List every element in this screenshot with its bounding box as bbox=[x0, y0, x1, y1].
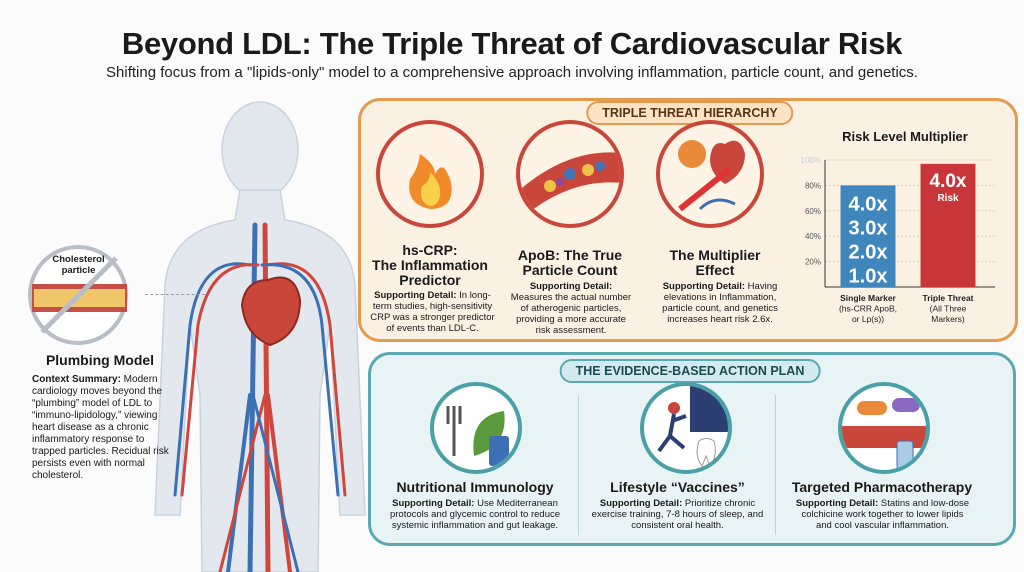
chart-title: Risk Level Multiplier bbox=[842, 129, 968, 144]
targeted-pharmacotherapy-title: Targeted Pharmacotherapy bbox=[791, 479, 973, 495]
x-tick-label: (hs-CRR ApoB, bbox=[839, 304, 897, 314]
title-line: Predictor bbox=[399, 272, 461, 288]
bar-label: Risk bbox=[937, 193, 959, 204]
hs-crp-detail: Supporting Detail: In long-term studies,… bbox=[370, 290, 495, 334]
title-line: The Inflammation bbox=[372, 257, 488, 273]
title-line: ApoB: The True bbox=[517, 247, 623, 263]
detail-label: Supporting Detail: bbox=[392, 498, 475, 509]
page-subtitle: Shifting focus from a "lipids-only" mode… bbox=[106, 64, 918, 81]
detail-text: Measures the actual number of atherogeni… bbox=[510, 292, 632, 336]
x-tick-label: (All Three bbox=[930, 304, 967, 314]
detail-text: Statins and low-dose colchicine work tog… bbox=[801, 498, 970, 531]
nutritional-immunology-title: Nutritional Immunology bbox=[396, 479, 554, 495]
plumbing-model-title: Plumbing Model bbox=[45, 352, 155, 368]
multiplier-heart-dna-icon bbox=[656, 120, 764, 228]
exercise-sleep-dental-icon bbox=[640, 382, 732, 474]
apob-detail: Supporting Detail: Measures the actual n… bbox=[510, 281, 632, 336]
page-title: Beyond LDL: The Triple Threat of Cardiov… bbox=[121, 26, 903, 61]
lifestyle-vaccines-title: Lifestyle “Vaccines” bbox=[610, 479, 745, 495]
detail-text: Prioritize chronic exercise training, 7-… bbox=[591, 498, 764, 531]
multiplier-detail: Supporting Detail: Having elevations in … bbox=[660, 281, 780, 325]
title-line: Effect bbox=[695, 262, 735, 278]
x-tick-label: Markers) bbox=[931, 314, 965, 324]
plumbing-model-detail: Context Summary: Modern cardiology moves… bbox=[32, 374, 172, 482]
action-plan-heading: THE EVIDENCE-BASED ACTION PLAN bbox=[559, 359, 821, 383]
detail-label: Supporting Detail: bbox=[529, 281, 613, 292]
bar-label: 4.0x bbox=[849, 193, 888, 215]
bar-label: 2.0x bbox=[849, 241, 888, 263]
targeted-pharmacotherapy-detail: Supporting Detail: Statins and low-dose … bbox=[795, 498, 970, 531]
cholesterol-particle-icon: Cholesterol particle bbox=[12, 244, 145, 347]
y-tick-label: 60% bbox=[805, 207, 821, 216]
detail-label: Supporting Detail: bbox=[599, 498, 683, 509]
bar-label: 3.0x bbox=[849, 217, 888, 239]
human-body-illustration bbox=[154, 101, 366, 572]
detail-text: Modern cardiology moves beyond the “plum… bbox=[32, 374, 169, 481]
title-line: Particle Count bbox=[522, 262, 618, 278]
cholesterol-label: Cholesterol particle bbox=[52, 254, 105, 276]
bar-label: 4.0x bbox=[930, 171, 967, 192]
detail-label: Context Summary: bbox=[32, 374, 121, 385]
detail-label: Supporting Detail: bbox=[795, 498, 879, 509]
x-tick-label: Triple Threat bbox=[922, 293, 973, 303]
pills-artery-icon bbox=[838, 382, 930, 474]
bar bbox=[920, 163, 976, 287]
connector-line bbox=[145, 294, 205, 295]
triple-threat-heading: TRIPLE THREAT HIERARCHY bbox=[586, 101, 794, 125]
flame-icon bbox=[376, 120, 484, 228]
y-tick-label: 100% bbox=[801, 156, 821, 165]
detail-text: Use Mediterranean protocols and glycemic… bbox=[389, 498, 561, 531]
nutritional-immunology-detail: Supporting Detail: Use Mediterranean pro… bbox=[385, 498, 565, 531]
y-tick-label: 80% bbox=[805, 181, 821, 190]
y-tick-label: 20% bbox=[805, 258, 821, 267]
divider bbox=[775, 395, 776, 535]
x-tick-label: or Lp(s)) bbox=[852, 314, 884, 324]
heart-icon bbox=[240, 276, 302, 347]
divider bbox=[578, 395, 579, 535]
detail-text: In long-term studies, high-sensitivity C… bbox=[370, 290, 495, 334]
x-tick-label: Single Marker bbox=[840, 293, 896, 303]
bar bbox=[840, 185, 896, 287]
y-tick-label: 40% bbox=[805, 232, 821, 241]
detail-label: Supporting Detail: bbox=[662, 281, 746, 292]
detail-text: Having elevations in Inflammation, parti… bbox=[662, 281, 778, 325]
detail-label: Supporting Detail: bbox=[374, 290, 457, 301]
food-leaf-icon bbox=[430, 382, 522, 474]
title-line: The Multiplier bbox=[669, 247, 761, 263]
bar-label: 1.0x bbox=[849, 265, 888, 287]
lifestyle-vaccines-detail: Supporting Detail: Prioritize chronic ex… bbox=[590, 498, 765, 531]
artery-particles-icon bbox=[516, 120, 624, 228]
title-line: hs-CRP: bbox=[402, 242, 458, 258]
